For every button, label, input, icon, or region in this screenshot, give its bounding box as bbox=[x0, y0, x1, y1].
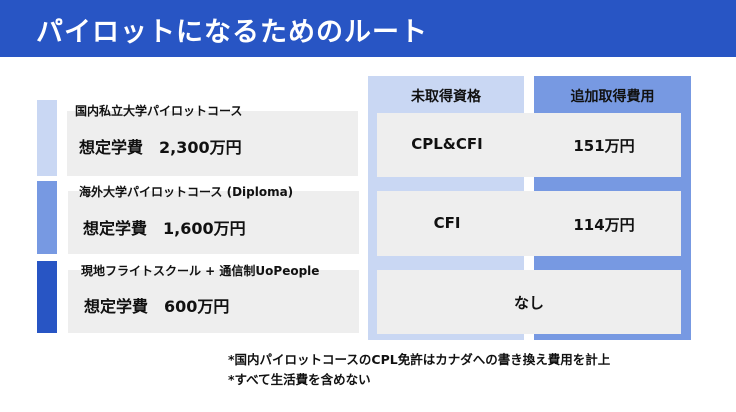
qualification-cell: CPL&CFI bbox=[411, 135, 483, 153]
qualification-cell: CFI bbox=[433, 214, 461, 232]
page-title: パイロットになるためのルート bbox=[36, 17, 428, 48]
route-card bbox=[67, 111, 358, 176]
route-fee: 想定学費 1,600万円 bbox=[83, 219, 246, 238]
cost-cell: 151万円 bbox=[573, 137, 635, 155]
route-color-bar-dark bbox=[37, 261, 57, 333]
cost-cell: 114万円 bbox=[573, 216, 635, 234]
table-row bbox=[377, 191, 681, 256]
footnote: *国内パイロットコースのCPL免許はカナダへの書き換え費用を計上 bbox=[228, 352, 611, 367]
route-label: 国内私立大学パイロットコース bbox=[75, 104, 243, 118]
route-color-bar-light bbox=[37, 100, 57, 176]
table-row bbox=[377, 270, 681, 334]
header-qualification: 未取得資格 bbox=[411, 89, 481, 105]
route-card bbox=[68, 270, 359, 333]
route-label: 現地フライトスクール + 通信制UoPeople bbox=[81, 264, 320, 278]
header-cost: 追加取得費用 bbox=[570, 89, 655, 105]
route-color-bar-medium bbox=[37, 181, 57, 254]
route-fee: 想定学費 2,300万円 bbox=[79, 138, 242, 157]
title-bar: パイロットになるためのルート bbox=[0, 0, 736, 57]
route-fee: 想定学費 600万円 bbox=[84, 297, 230, 316]
merged-cell: なし bbox=[513, 294, 544, 312]
table-row bbox=[377, 113, 681, 177]
footnote: *すべて生活費を含めない bbox=[228, 372, 371, 387]
route-card bbox=[68, 191, 359, 254]
route-label: 海外大学パイロットコース (Diploma) bbox=[79, 185, 294, 199]
